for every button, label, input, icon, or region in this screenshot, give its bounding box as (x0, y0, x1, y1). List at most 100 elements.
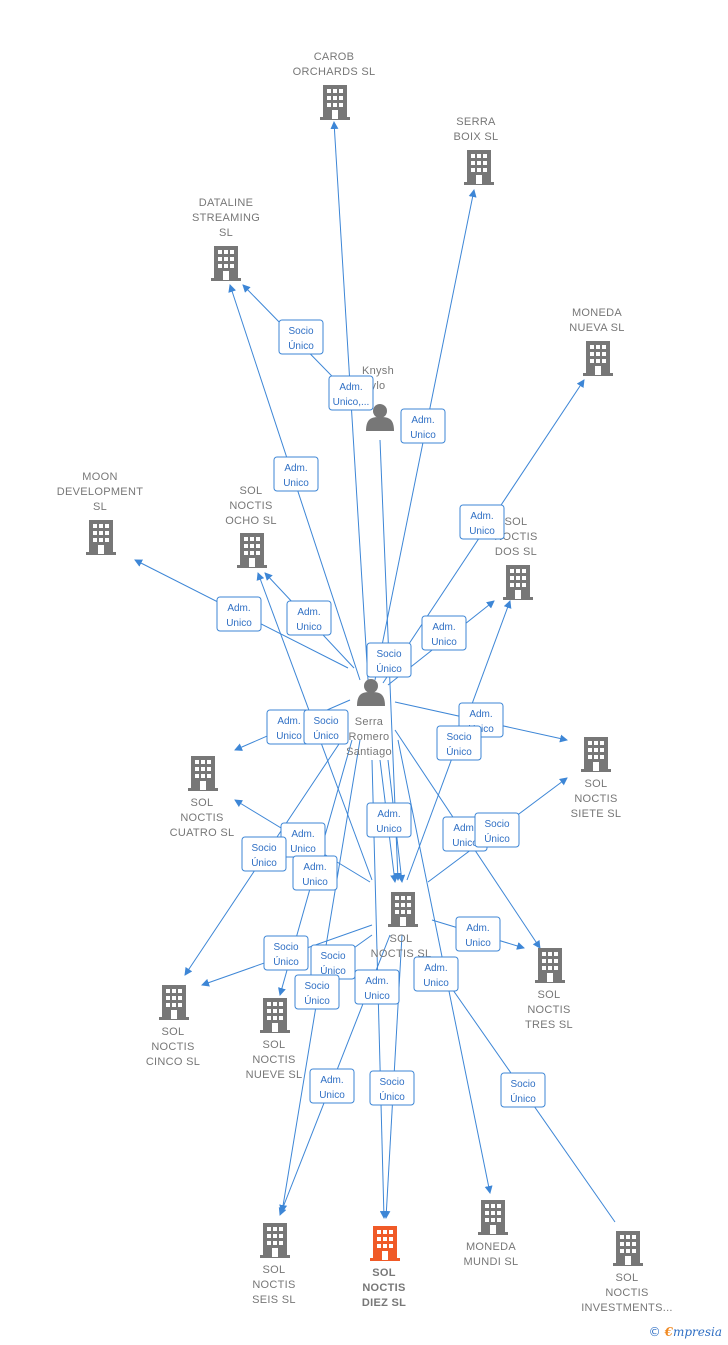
node-label-line: NOCTIS (527, 1004, 570, 1016)
edge-label-e4[interactable]: Adm.Unico (273, 456, 319, 492)
edge-label-box (278, 319, 324, 355)
edge-label-text: Adm. (424, 963, 447, 974)
node-label-line: SOL (505, 516, 528, 528)
node-label-line: DEVELOPMENT (57, 486, 143, 498)
edge-label-text: Unico (376, 824, 402, 835)
edge-label-e14[interactable]: Adm.Unico (366, 802, 412, 838)
node-label-line: NOCTIS (252, 1279, 295, 1291)
edge-label-text: Adm. (320, 1075, 343, 1086)
edge-label-text: Único (304, 994, 330, 1007)
edge-label-e6[interactable]: Adm.Unico (216, 596, 262, 632)
edge-label-text: Único (273, 955, 299, 968)
node-label-line: SL (93, 501, 107, 513)
node-investments[interactable]: SOLNOCTISINVESTMENTS... (581, 1231, 673, 1314)
edge-label-box (292, 855, 338, 891)
node-label-line: NOCTIS (229, 500, 272, 512)
edge-label-box (294, 974, 340, 1010)
edge-label-box (455, 916, 501, 952)
node-label-line: NOCTIS (151, 1041, 194, 1053)
node-serra-boix[interactable]: SERRA BOIX SL (454, 116, 499, 185)
edge-label-text: Socio (288, 326, 313, 337)
building-icon (237, 533, 267, 568)
node-label-line: CAROB (314, 51, 355, 63)
edge-label-text: Unico (364, 991, 390, 1002)
node-label-line: OCHO SL (225, 515, 277, 527)
edge-label-e24[interactable]: Adm.Unico (354, 969, 400, 1005)
edge-label-text: Unico (302, 877, 328, 888)
edge-label-box (413, 956, 459, 992)
edge-label-e3[interactable]: Adm.Unico (400, 408, 446, 444)
node-label-line: SOL (538, 989, 561, 1001)
node-label-line: NOCTIS (362, 1282, 405, 1294)
node-label-line: BOIX SL (454, 131, 499, 143)
edge-label-text: Único (446, 745, 472, 758)
edge-label-text: Unico (283, 478, 309, 489)
node-label-line: DOS SL (495, 546, 537, 558)
edge-label-box (241, 836, 287, 872)
edge-label-text: Adm. (432, 622, 455, 633)
edge-label-box (366, 802, 412, 838)
node-label-line: SOL (616, 1272, 639, 1284)
edge-label-e26[interactable]: Adm.Unico (309, 1068, 355, 1104)
edge-label-e25[interactable]: Adm. Unico (413, 956, 459, 992)
building-icon (581, 737, 611, 772)
node-label-line: NUEVE SL (246, 1069, 303, 1081)
edge-label-e17[interactable]: Adm.Unico (280, 822, 326, 858)
edge-label-text: Unico (423, 978, 449, 989)
edge-label-box (421, 615, 467, 651)
edge-label-text: Unico (410, 430, 436, 441)
node-label-line: SERRA (456, 116, 496, 128)
node-label-line: SOL (263, 1264, 286, 1276)
edge-label-box (436, 725, 482, 761)
edge-label-box (400, 408, 446, 444)
edge-label-e7[interactable]: Adm.Unico (286, 600, 332, 636)
edge-label-e5[interactable]: Adm.Unico (459, 504, 505, 540)
node-label-line: NOCTIS (605, 1287, 648, 1299)
building-icon (464, 150, 494, 185)
node-label-line: NOCTIS (574, 793, 617, 805)
edge-label-text: Adm. (339, 382, 362, 393)
edge-label-text: Unico (431, 637, 457, 648)
edge-label-e2[interactable]: Adm.Unico,... (328, 375, 374, 411)
node-label-line: MUNDI SL (464, 1256, 519, 1268)
edge-label-text: Unico (290, 844, 316, 855)
edge-label-e19[interactable]: Adm.Unico (292, 855, 338, 891)
edge-label-text: Socio (484, 819, 509, 830)
node-label-line: MONEDA (572, 307, 622, 319)
edge-label-text: Socio (313, 716, 338, 727)
edge-label-box (366, 642, 412, 678)
edge-label-box (474, 812, 520, 848)
node-label-line: SOL (372, 1267, 396, 1279)
building-icon (320, 85, 350, 120)
edge-label-e8[interactable]: Adm. Unico (421, 615, 467, 651)
edge-label-e20[interactable]: Adm.Unico (455, 916, 501, 952)
